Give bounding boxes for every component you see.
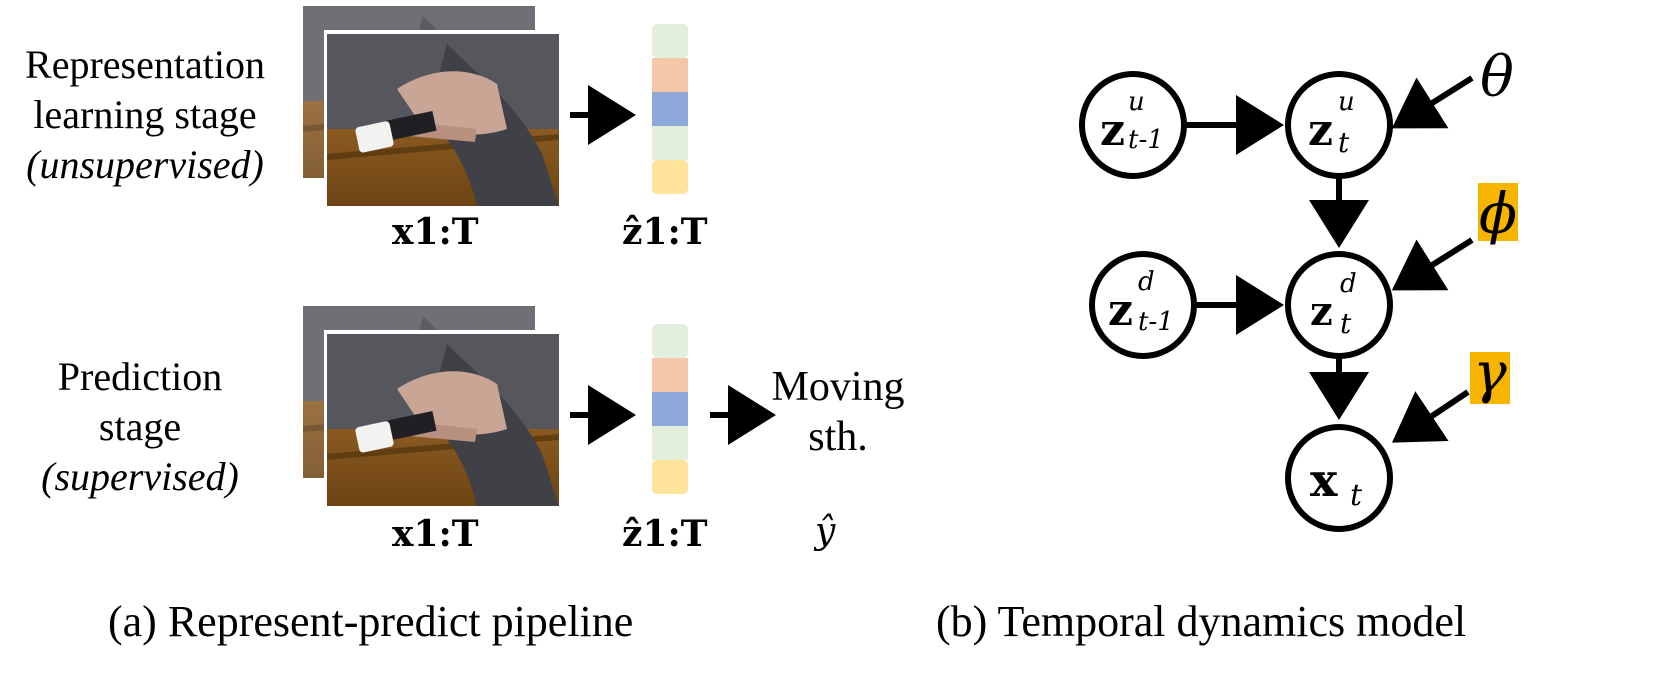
node-label-sub: t bbox=[1340, 307, 1352, 340]
latent-label-row2: ẑ1:T bbox=[622, 513, 708, 555]
node-z-d-prev bbox=[1089, 251, 1197, 359]
node-label-sup: d bbox=[1340, 269, 1357, 299]
node-label-sup: u bbox=[1338, 87, 1355, 117]
gamma-highlight bbox=[1470, 352, 1510, 404]
edge-gamma bbox=[1392, 389, 1470, 443]
latent-segment bbox=[652, 392, 688, 426]
temporal-graph bbox=[1079, 71, 1474, 532]
node-label-z: z bbox=[1308, 105, 1333, 156]
theta-symbol: θ bbox=[1480, 45, 1514, 110]
stage-label-prediction: Prediction stage (supervised) bbox=[0, 352, 280, 502]
node-label-sup: d bbox=[1138, 267, 1155, 297]
gamma-symbol: γ bbox=[1473, 341, 1507, 406]
latent-segment bbox=[652, 92, 688, 126]
node-label-sup: u bbox=[1128, 87, 1145, 117]
latent-segment bbox=[652, 426, 688, 460]
stage-label-line2: learning stage bbox=[33, 92, 257, 137]
video-frames-row2 bbox=[303, 306, 560, 510]
latent-segment bbox=[652, 460, 688, 494]
node-label-z: z bbox=[1100, 105, 1125, 156]
frames-label-row1: x1:T bbox=[392, 211, 479, 253]
frames-label-row2: x1:T bbox=[392, 513, 479, 555]
stage-label-line3: (supervised) bbox=[41, 454, 239, 499]
node-z-u bbox=[1285, 71, 1393, 179]
stage-label-line1: Representation bbox=[25, 42, 265, 87]
latent-segment bbox=[652, 358, 688, 392]
latent-segment bbox=[652, 24, 688, 58]
node-x bbox=[1285, 424, 1393, 532]
node-label-sub: t bbox=[1338, 126, 1350, 159]
node-label-sub: t bbox=[1350, 478, 1363, 513]
stage-label-line3: (unsupervised) bbox=[26, 142, 264, 187]
phi-symbol: ϕ bbox=[1479, 182, 1517, 247]
edge-phi bbox=[1391, 237, 1474, 291]
node-label-z: z bbox=[1108, 285, 1133, 336]
caption-panel-b: (b) Temporal dynamics model bbox=[936, 597, 1467, 646]
latent-segment bbox=[652, 126, 688, 160]
node-label-sub: t-1 bbox=[1128, 125, 1164, 155]
prediction-symbol: ŷ bbox=[815, 511, 836, 552]
latent-segment bbox=[652, 160, 688, 194]
latent-label-row1: ẑ1:T bbox=[622, 211, 708, 253]
stage-label-line1: Prediction bbox=[57, 354, 223, 399]
stage-label-line2: stage bbox=[98, 404, 182, 449]
latent-segment bbox=[652, 58, 688, 92]
video-frames-row1 bbox=[303, 6, 560, 210]
phi-highlight bbox=[1478, 183, 1518, 241]
latent-bar-row2 bbox=[652, 324, 688, 494]
node-z-u-prev bbox=[1079, 71, 1187, 179]
stage-label-representation: Representation learning stage (unsupervi… bbox=[0, 40, 290, 190]
latent-segment bbox=[652, 324, 688, 358]
prediction-output-line2: sth. bbox=[808, 414, 868, 460]
node-label-z: z bbox=[1310, 288, 1333, 335]
node-label-x: x bbox=[1310, 453, 1338, 507]
node-z-d bbox=[1285, 251, 1393, 359]
prediction-output: Moving sth. bbox=[758, 362, 918, 462]
latent-bar-row1 bbox=[652, 24, 688, 194]
caption-panel-a: (a) Represent-predict pipeline bbox=[108, 597, 634, 646]
prediction-output-line1: Moving bbox=[771, 364, 905, 410]
edge-theta bbox=[1391, 75, 1474, 129]
node-label-sub: t-1 bbox=[1138, 307, 1174, 337]
